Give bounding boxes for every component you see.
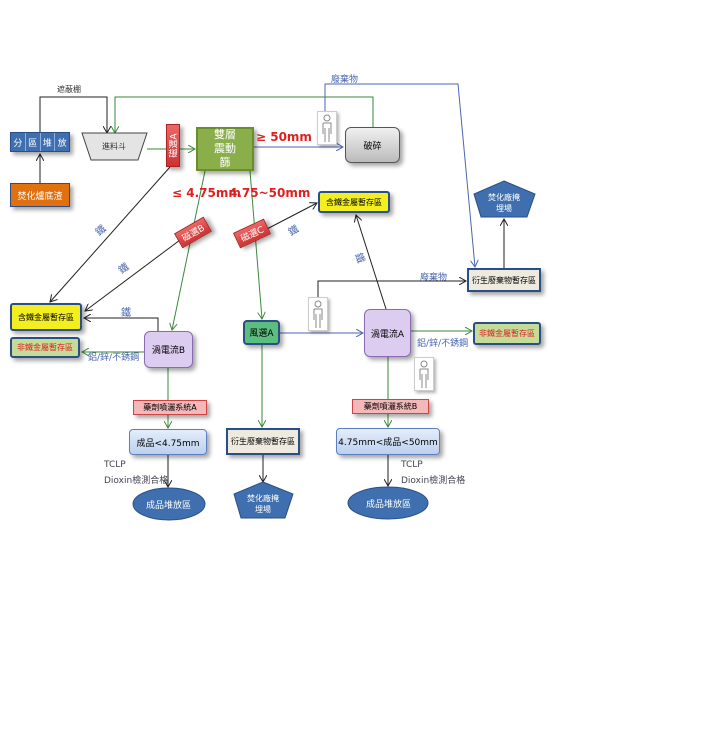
dioxin-label-left: Dioxin檢測合格 (104, 476, 169, 486)
ferrous-storage-left: 含鐵金屬暫存區 (10, 303, 82, 331)
waste-label-top: 廢棄物 (331, 75, 359, 85)
product-small: 成品<4.75mm (129, 429, 207, 455)
incinerator-top-shape (473, 180, 536, 218)
store-left-label: 成品堆放區 (146, 501, 192, 511)
magnetic-separator-a: 磁選A (166, 124, 180, 167)
range-label: 4.75~50mm (229, 186, 311, 200)
store-right-label: 成品堆放區 (366, 500, 412, 510)
derived-waste-storage-mid: 衍生廢棄物暫存區 (226, 428, 300, 455)
eddy-current-b: 渦電流B (144, 331, 193, 368)
iron-label: 鐵 (121, 308, 131, 319)
ge50-label: ≥ 50mm (256, 130, 312, 144)
nonferrous-storage-left: 非鐵金屬暫存區 (10, 337, 80, 358)
shelter-label: 遮蔽棚 (57, 85, 81, 94)
worker-icon (308, 297, 328, 331)
metals-label-right: 鋁/鋅/不銹鋼 (417, 339, 469, 349)
pile-char: 放 (57, 138, 67, 149)
incinerator-mid-shape (233, 481, 294, 519)
bottom-ash-node: 焚化爐底渣 (10, 183, 70, 207)
dioxin-label-right: Dioxin檢測合格 (401, 476, 466, 486)
waste-label-mid: 廢棄物 (420, 273, 448, 283)
hopper-label: 進料斗 (102, 142, 126, 151)
tclp-label-left: TCLP (104, 460, 126, 470)
worker-icon (414, 357, 434, 391)
metals-label-left: 鋁/鋅/不銹鋼 (88, 353, 140, 363)
tclp-label-right: TCLP (401, 460, 423, 470)
worker-icon (317, 111, 337, 145)
ferrous-storage-top: 含鐵金屬暫存區 (318, 191, 390, 213)
incinerator-top-label: 焚化廠掩埋場 (488, 193, 520, 213)
nonferrous-storage-right: 非鐵金屬暫存區 (473, 322, 541, 345)
mag-a-label: 磁選A (169, 133, 180, 158)
eddy-current-a: 渦電流A (364, 309, 411, 357)
le475-label: ≤ 4.75mm (172, 186, 241, 200)
vibrating-screen: 雙層震動篩 (196, 127, 254, 171)
spray-system-b: 藥劑噴灑系統B (352, 399, 429, 414)
product-mid: 4.75mm<成品<50mm (336, 428, 440, 455)
pile-char: 堆 (41, 133, 56, 151)
derived-waste-storage-right: 衍生廢棄物暫存區 (467, 268, 541, 292)
hopper-shape (81, 132, 148, 161)
wind-separator-a: 風選A (243, 320, 280, 345)
pile-char: 區 (26, 133, 41, 151)
pile-area: 分 區 堆 放 (10, 132, 70, 152)
store-right-shape (347, 486, 429, 520)
pile-char: 分 (11, 133, 26, 151)
incinerator-mid-label: 焚化廠掩埋場 (247, 494, 279, 514)
crusher-node: 破碎 (345, 127, 400, 163)
spray-system-a: 藥劑噴灑系統A (133, 400, 207, 415)
store-left-shape (132, 487, 206, 521)
